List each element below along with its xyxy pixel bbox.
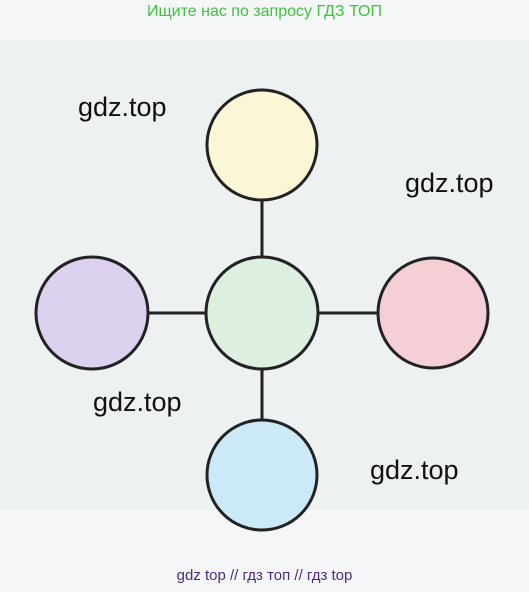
watermark-4: gdz.top	[370, 455, 459, 485]
node-bottom	[205, 418, 319, 532]
node-right	[376, 256, 490, 370]
footer-links: gdz top // гдз топ // гдз top	[176, 567, 353, 584]
diagram-edges	[148, 200, 378, 420]
watermark-1: gdz.top	[78, 92, 167, 122]
watermark-3: gdz.top	[93, 387, 182, 417]
node-center	[204, 255, 320, 371]
watermark-2: gdz.top	[405, 168, 494, 198]
node-left	[34, 255, 150, 371]
node-top	[205, 88, 319, 202]
top-banner: Ищите нас по запросу ГДЗ ТОП	[147, 3, 382, 20]
diagram-nodes	[34, 88, 490, 532]
